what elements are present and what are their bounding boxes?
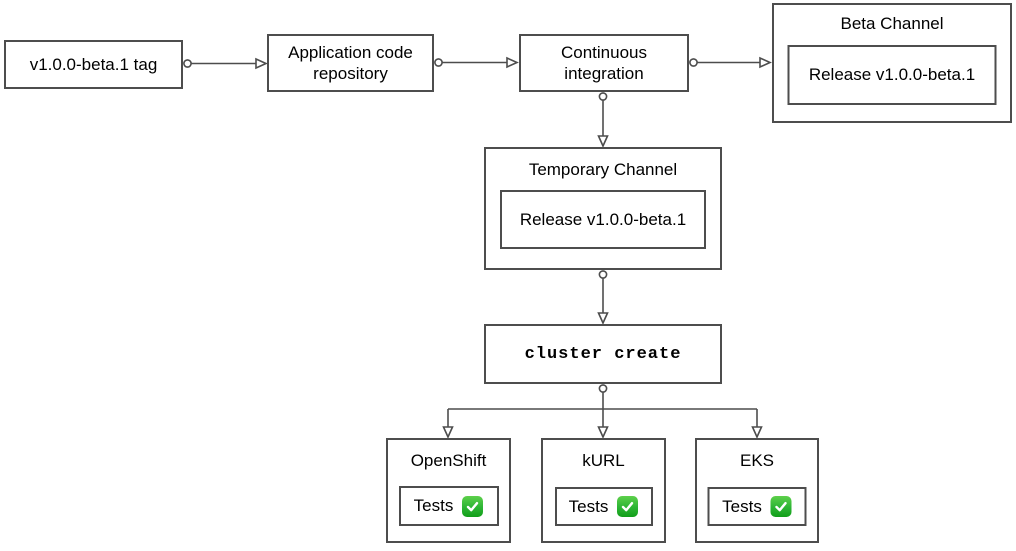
connector-source-dot-icon: [434, 58, 443, 67]
connector-cluster-to-targets: [442, 384, 763, 439]
node-app-code-repository: Application code repository: [267, 34, 434, 92]
node-version-tag-label: v1.0.0-beta.1 tag: [29, 55, 158, 74]
connector-source-dot-icon: [598, 270, 608, 279]
node-beta-release: Release v1.0.0-beta.1: [787, 45, 997, 105]
tests-label: Tests: [568, 496, 609, 516]
node-temporary-release: Release v1.0.0-beta.1: [500, 190, 706, 249]
connector-ci-to-temp: [597, 92, 609, 148]
connector-temp-to-cluster: [597, 270, 609, 325]
node-beta-release-label: Release v1.0.0-beta.1: [808, 65, 976, 84]
node-app-code-repository-label: Application code repository: [288, 43, 413, 83]
connector-tag-to-repo: [183, 57, 268, 70]
connector-source-dot-icon: [689, 58, 698, 67]
node-cluster-create-label: cluster create: [524, 344, 682, 364]
check-mark-button-icon: [462, 495, 484, 517]
arrowhead-icon: [442, 426, 454, 439]
node-eks-tests: Tests: [707, 487, 807, 526]
tests-label: Tests: [722, 496, 762, 516]
node-openshift-tests: Tests: [398, 486, 499, 526]
group-temporary-channel: Temporary Channel Release v1.0.0-beta.1: [484, 147, 722, 270]
node-version-tag: v1.0.0-beta.1 tag: [4, 40, 183, 89]
check-mark-button-icon: [770, 496, 792, 517]
group-temporary-channel-title: Temporary Channel: [528, 160, 678, 179]
group-kurl-title: kURL: [582, 451, 625, 470]
group-beta-channel-title: Beta Channel: [840, 14, 944, 33]
arrowhead-icon: [597, 426, 609, 439]
connector-source-dot-icon: [183, 59, 192, 68]
node-continuous-integration-label: Continuous integration: [560, 43, 647, 83]
check-mark-button-icon: [617, 496, 639, 517]
group-eks-title: EKS: [739, 451, 775, 470]
group-beta-channel: Beta Channel Release v1.0.0-beta.1: [772, 3, 1012, 123]
node-temporary-release-label: Release v1.0.0-beta.1: [519, 209, 687, 229]
group-openshift-title: OpenShift: [410, 451, 487, 470]
arrowhead-icon: [751, 426, 763, 439]
connector-source-dot-icon: [598, 92, 608, 101]
group-eks: EKS Tests: [695, 438, 819, 543]
group-openshift: OpenShift Tests: [386, 438, 511, 543]
arrowhead-icon: [255, 57, 268, 70]
node-cluster-create: cluster create: [484, 324, 722, 384]
node-kurl-tests: Tests: [554, 487, 653, 526]
arrowhead-icon: [506, 56, 519, 69]
arrowhead-icon: [597, 312, 609, 325]
connector-repo-to-ci: [434, 56, 519, 69]
group-kurl: kURL Tests: [541, 438, 666, 543]
connector-ci-to-beta: [689, 56, 772, 69]
arrowhead-icon: [597, 135, 609, 148]
node-continuous-integration: Continuous integration: [519, 34, 689, 92]
tests-label: Tests: [413, 496, 454, 515]
arrowhead-icon: [759, 56, 772, 69]
connector-source-dot-icon: [598, 384, 608, 393]
